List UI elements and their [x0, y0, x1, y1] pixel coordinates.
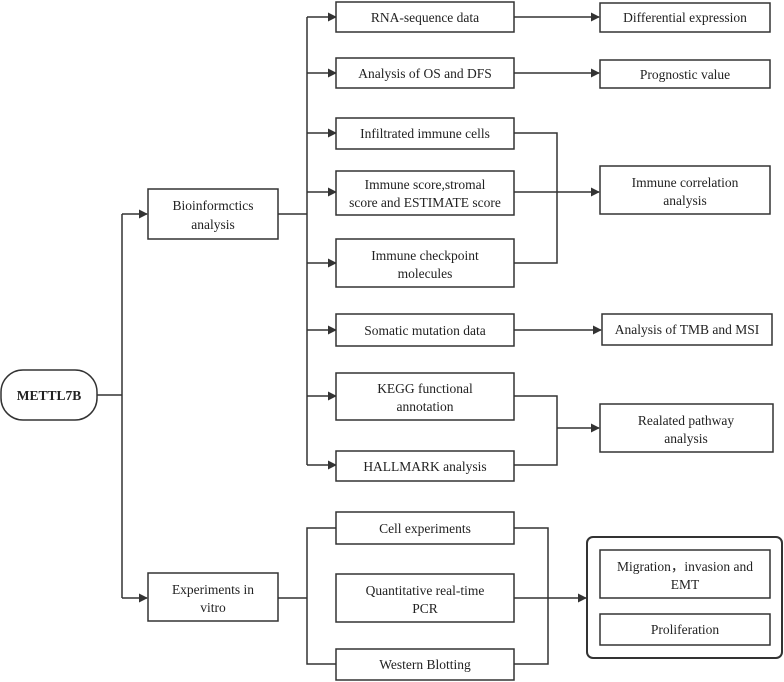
root-node: METTL7B [0, 369, 98, 421]
immune-correlation-label-line1: Immune correlation [632, 175, 739, 190]
connector-immune-merge [514, 132, 558, 264]
os-dfs-label: Analysis of OS and DFS [358, 66, 492, 81]
tmb-msi-node: Analysis of TMB and MSI [601, 313, 773, 346]
immune-score-label-line2: score and ESTIMATE score [349, 195, 501, 210]
hallmark-node: HALLMARK analysis [335, 450, 515, 482]
pathway-label-line2: analysis [664, 431, 708, 446]
prognostic-value-label: Prognostic value [640, 67, 730, 82]
infiltrated-immune-node: Infiltrated immune cells [335, 117, 515, 150]
os-dfs-node: Analysis of OS and DFS [335, 57, 515, 89]
somatic-mutation-node: Somatic mutation data [335, 313, 515, 347]
somatic-mutation-label: Somatic mutation data [364, 323, 485, 338]
experiments-label-line1: Experiments in [172, 582, 254, 597]
tmb-msi-label: Analysis of TMB and MSI [615, 322, 760, 337]
immune-score-label-line1: Immune score,stromal [365, 177, 486, 192]
migration-label-line2: EMT [671, 577, 700, 592]
infiltrated-immune-label: Infiltrated immune cells [360, 126, 490, 141]
western-blotting-label: Western Blotting [379, 657, 471, 672]
immune-correlation-label-line2: analysis [663, 193, 707, 208]
connector-exp-right [514, 527, 549, 665]
bioinformatics-node: Bioinformctics analysis [147, 188, 279, 240]
immune-checkpoint-label-line1: Immune checkpoint [371, 248, 479, 263]
rna-sequence-node: RNA-sequence data [335, 1, 515, 33]
immune-score-node: Immune score,stromal score and ESTIMATE … [335, 170, 515, 216]
kegg-label-line2: annotation [397, 399, 454, 414]
connector-pathway-merge [514, 395, 558, 466]
differential-expression-label: Differential expression [623, 10, 747, 25]
cell-experiments-label: Cell experiments [379, 521, 471, 536]
bioinformatics-label-line1: Bioinformctics [173, 198, 254, 213]
western-blotting-node: Western Blotting [335, 648, 515, 681]
differential-expression-node: Differential expression [599, 2, 771, 33]
connector-exp-left [306, 527, 336, 665]
immune-checkpoint-node: Immune checkpoint molecules [335, 238, 515, 288]
rna-sequence-label: RNA-sequence data [371, 10, 479, 25]
pathway-node: Realated pathway analysis [599, 403, 774, 453]
kegg-label-line1: KEGG functional [377, 381, 473, 396]
hallmark-label: HALLMARK analysis [363, 459, 486, 474]
immune-correlation-node: Immune correlation analysis [599, 165, 771, 215]
proliferation-node: Proliferation [599, 613, 771, 646]
connectors [97, 12, 602, 665]
experiments-node: Experiments in vitro [147, 572, 279, 622]
qpcr-node: Quantitative real-time PCR [335, 573, 515, 623]
migration-label-line1: Migration，invasion and [617, 559, 753, 574]
cell-experiments-node: Cell experiments [335, 511, 515, 545]
qpcr-label-line1: Quantitative real-time [366, 583, 485, 598]
experiments-label-line2: vitro [200, 600, 226, 615]
qpcr-label-line2: PCR [412, 601, 438, 616]
kegg-node: KEGG functional annotation [335, 372, 515, 421]
immune-checkpoint-label-line2: molecules [398, 266, 453, 281]
prognostic-value-node: Prognostic value [599, 59, 771, 89]
root-label: METTL7B [17, 388, 82, 403]
proliferation-label: Proliferation [651, 622, 719, 637]
migration-node: Migration，invasion and EMT [599, 549, 771, 599]
pathway-label-line1: Realated pathway [638, 413, 735, 428]
bioinformatics-label-line2: analysis [191, 217, 235, 232]
